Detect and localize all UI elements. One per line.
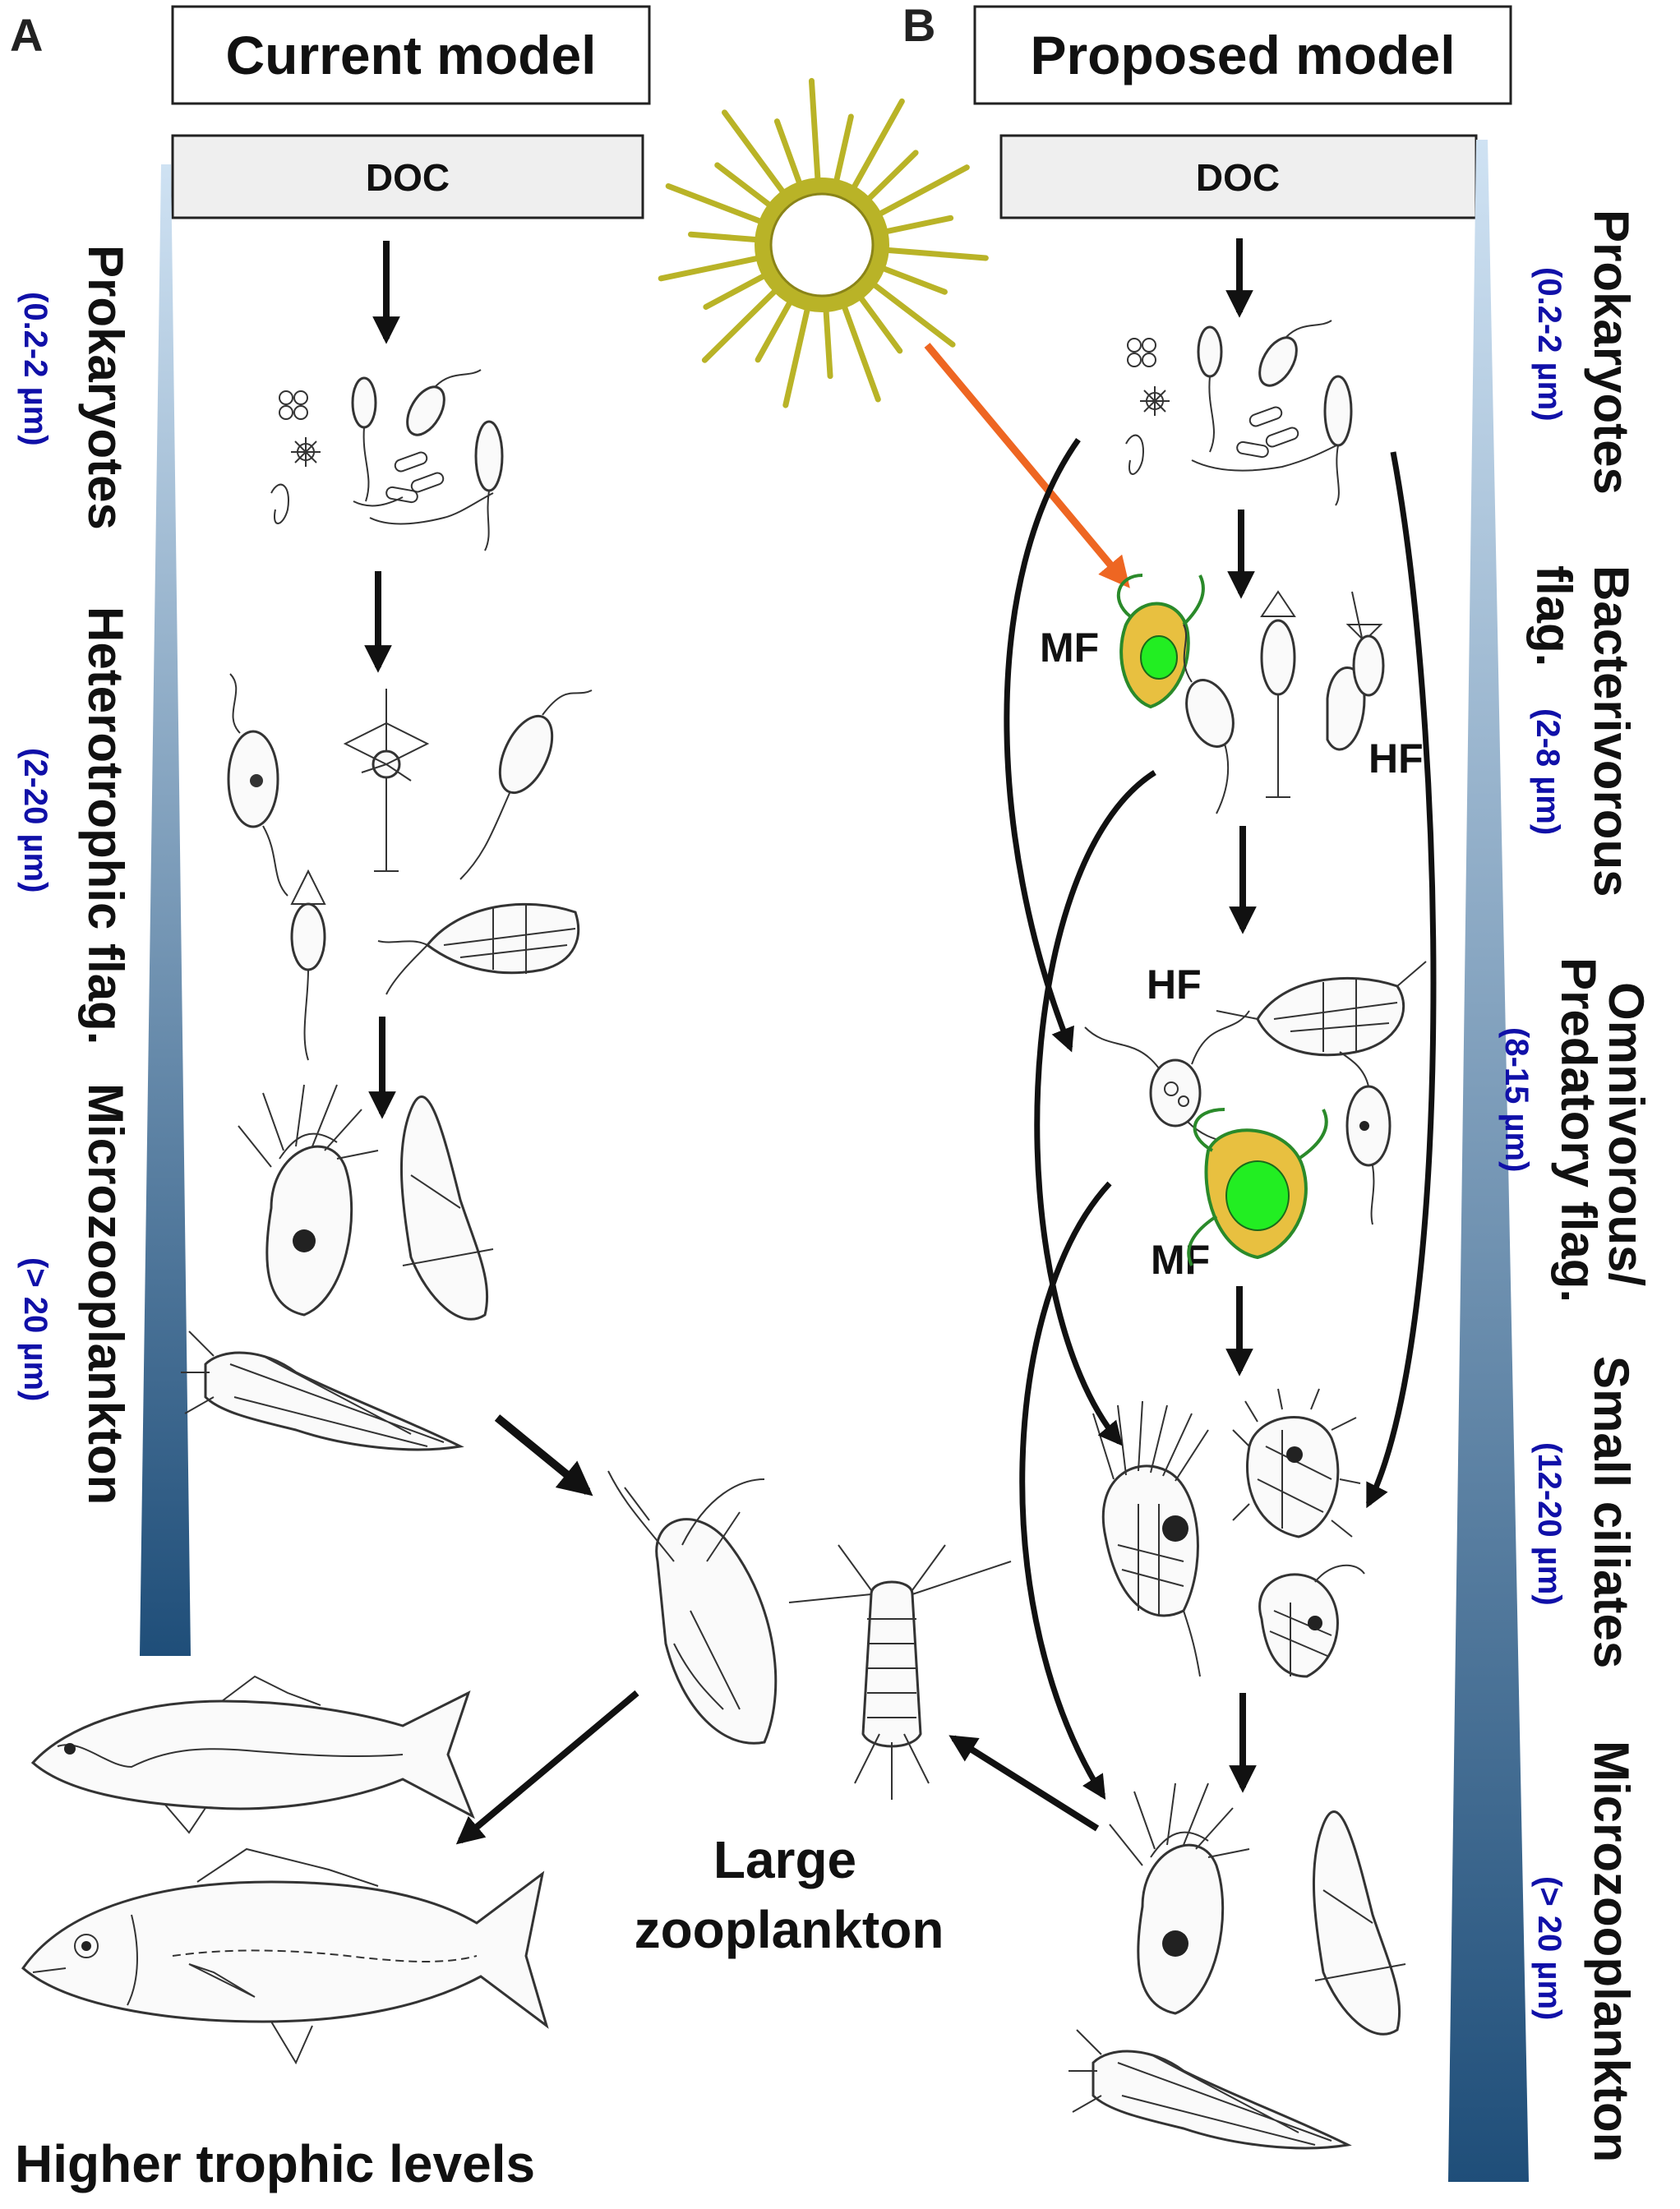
svg-text:(2-8 µm): (2-8 µm) [1530, 708, 1566, 835]
panel-a-letter: A [10, 9, 43, 61]
sun-ray [880, 265, 948, 295]
panel-b-size-small-ciliates: (12-20 µm) [1531, 1442, 1567, 1606]
panel-b-microzooplankton-drawing [1068, 1782, 1406, 2150]
panel-a-level-prokaryotes: Prokaryotes [78, 245, 133, 530]
svg-text:(8-15 µm): (8-15 µm) [1498, 1027, 1535, 1172]
large-zooplankton-drawing [607, 1470, 1012, 1800]
panel-b-title-box [973, 5, 1512, 105]
panel-a-microzooplankton-drawing [181, 1084, 494, 1451]
sun-ray [773, 118, 803, 187]
svg-text:(0.2-2 µm): (0.2-2 µm) [17, 292, 53, 446]
svg-text:Omnivorous/: Omnivorous/ [1599, 982, 1654, 1286]
panel-a-doc-label: DOC [366, 156, 450, 199]
panel-a-doc-box [171, 134, 644, 219]
panel-b-arrow-prokaryotes-to-omnivorous [1004, 437, 1081, 1053]
panel-b-omnivorous-drawing [1084, 961, 1427, 1266]
svg-text:(> 20 µm): (> 20 µm) [1531, 1876, 1567, 2020]
panel-a-size-heterotrophic: (2-20 µm) [17, 748, 53, 892]
panel-b-level-bacterivorous-flag: flag. [1526, 565, 1581, 666]
svg-text:Heterotrophic flag.: Heterotrophic flag. [78, 606, 133, 1045]
sun-ray [703, 273, 767, 310]
sun-ray [841, 303, 881, 403]
svg-text:Microzooplankton: Microzooplankton [78, 1083, 133, 1505]
svg-text:(> 20 µm): (> 20 µm) [17, 1257, 53, 1401]
panel-b-level-bacterivorous: Bacterivorous [1584, 565, 1639, 897]
panel-a-prokaryotes-drawing [270, 369, 504, 551]
sun-ray [782, 306, 810, 408]
sun-ray [823, 307, 833, 380]
sun-ray [701, 288, 778, 363]
higher-trophic-levels-label: Higher trophic levels [15, 2134, 535, 2193]
sun-ray [857, 294, 903, 354]
svg-text:Prokaryotes: Prokaryotes [78, 245, 133, 530]
panel-b-level-small-ciliates: Small ciliates [1584, 1356, 1639, 1668]
panel-b-arrow-prokaryotes-to-ciliates [1365, 451, 1437, 1509]
panel-a-level-heterotrophic: Heterotrophic flag. [78, 606, 133, 1045]
sun-ray [877, 164, 970, 217]
panel-b-doc-box [999, 134, 1478, 219]
panel-b-level-microzooplankton: Microzooplankton [1584, 1741, 1639, 2162]
panel-b-size-bacterivorous: (2-8 µm) [1530, 708, 1566, 835]
arrow-light-to-mixotroph [924, 343, 1130, 588]
panel-b-size-wedge [1448, 140, 1529, 2182]
svg-text:(0.2-2 µm): (0.2-2 µm) [1531, 267, 1567, 422]
svg-text:(2-20 µm): (2-20 µm) [17, 748, 53, 892]
svg-text:Microzooplankton: Microzooplankton [1584, 1741, 1639, 2162]
panel-a-heterotrophic-drawing [227, 673, 593, 1061]
panel-b-level-prokaryotes: Prokaryotes [1584, 210, 1639, 495]
svg-text:Bacterivorous: Bacterivorous [1584, 565, 1639, 897]
svg-text:(12-20 µm): (12-20 µm) [1531, 1442, 1567, 1606]
panel-a-title: Current model [225, 25, 596, 85]
panel-b-level-predatory: Predatory flag. [1551, 957, 1606, 1303]
panel-b-small-ciliates-drawing [1092, 1388, 1365, 1678]
large-zooplankton-label-line1: Large [713, 1830, 856, 1889]
panel-b-arrow-microzooplankton-to-large-zooplankton [948, 1735, 1100, 1832]
tag-hf-lower: HF [1147, 962, 1202, 1008]
tag-hf-upper: HF [1368, 736, 1424, 782]
sun-ray [658, 255, 761, 282]
sun-ray [688, 231, 759, 243]
sun-ray [871, 281, 956, 348]
panel-b-arrow-omnivorous-to-microzooplankton [1019, 1181, 1112, 1800]
tag-mf-upper: MF [1040, 625, 1099, 671]
panel-a-arrow-microzooplankton-to-large-zooplankton [494, 1414, 593, 1496]
sun-ray [883, 214, 954, 235]
sun-ray [808, 77, 821, 182]
panel-b-level-omnivorous: Omnivorous/ [1599, 982, 1654, 1286]
fish-drawing-2 [21, 1847, 549, 2065]
sun-ray [714, 162, 773, 209]
panel-a-title-box [171, 5, 651, 105]
panel-b-arrow-bacterivorous-to-ciliates [1034, 770, 1156, 1446]
svg-text:Small ciliates: Small ciliates [1584, 1356, 1639, 1668]
panel-b-doc-label: DOC [1196, 156, 1280, 199]
fish-drawing-1 [30, 1675, 475, 1834]
panel-b-size-microzooplankton: (> 20 µm) [1531, 1876, 1567, 2020]
svg-text:Predatory flag.: Predatory flag. [1551, 957, 1606, 1303]
sun-icon [658, 77, 989, 408]
sun-ray [851, 98, 905, 191]
sun-ray [865, 150, 919, 202]
panel-b-prokaryotes-drawing [1125, 320, 1353, 506]
panel-b-letter: B [902, 0, 935, 51]
sun-ray [833, 113, 854, 184]
panel-a-size-prokaryotes: (0.2-2 µm) [17, 292, 53, 446]
panel-a-size-wedge [140, 164, 191, 1656]
sun-ray [665, 182, 764, 224]
svg-text:flag.: flag. [1526, 565, 1581, 666]
sun-ray [722, 109, 787, 196]
panel-a-size-microzooplankton: (> 20 µm) [17, 1257, 53, 1401]
svg-text:Prokaryotes: Prokaryotes [1584, 210, 1639, 495]
sun-ray [884, 247, 989, 261]
panel-b-size-prokaryotes: (0.2-2 µm) [1531, 267, 1567, 422]
panel-b-title: Proposed model [1030, 25, 1455, 85]
sun-rays [658, 77, 989, 408]
panel-b-size-omnivorous: (8-15 µm) [1498, 1027, 1535, 1172]
large-zooplankton-label-line2: zooplankton [635, 1900, 944, 1959]
panel-a-level-microzooplankton: Microzooplankton [78, 1083, 133, 1505]
arrow-large-zooplankton-to-fish [455, 1690, 639, 1845]
panel-b-bacterivorous-drawing [1116, 574, 1385, 814]
sun-ray [755, 299, 793, 363]
tag-mf-lower: MF [1151, 1237, 1210, 1283]
